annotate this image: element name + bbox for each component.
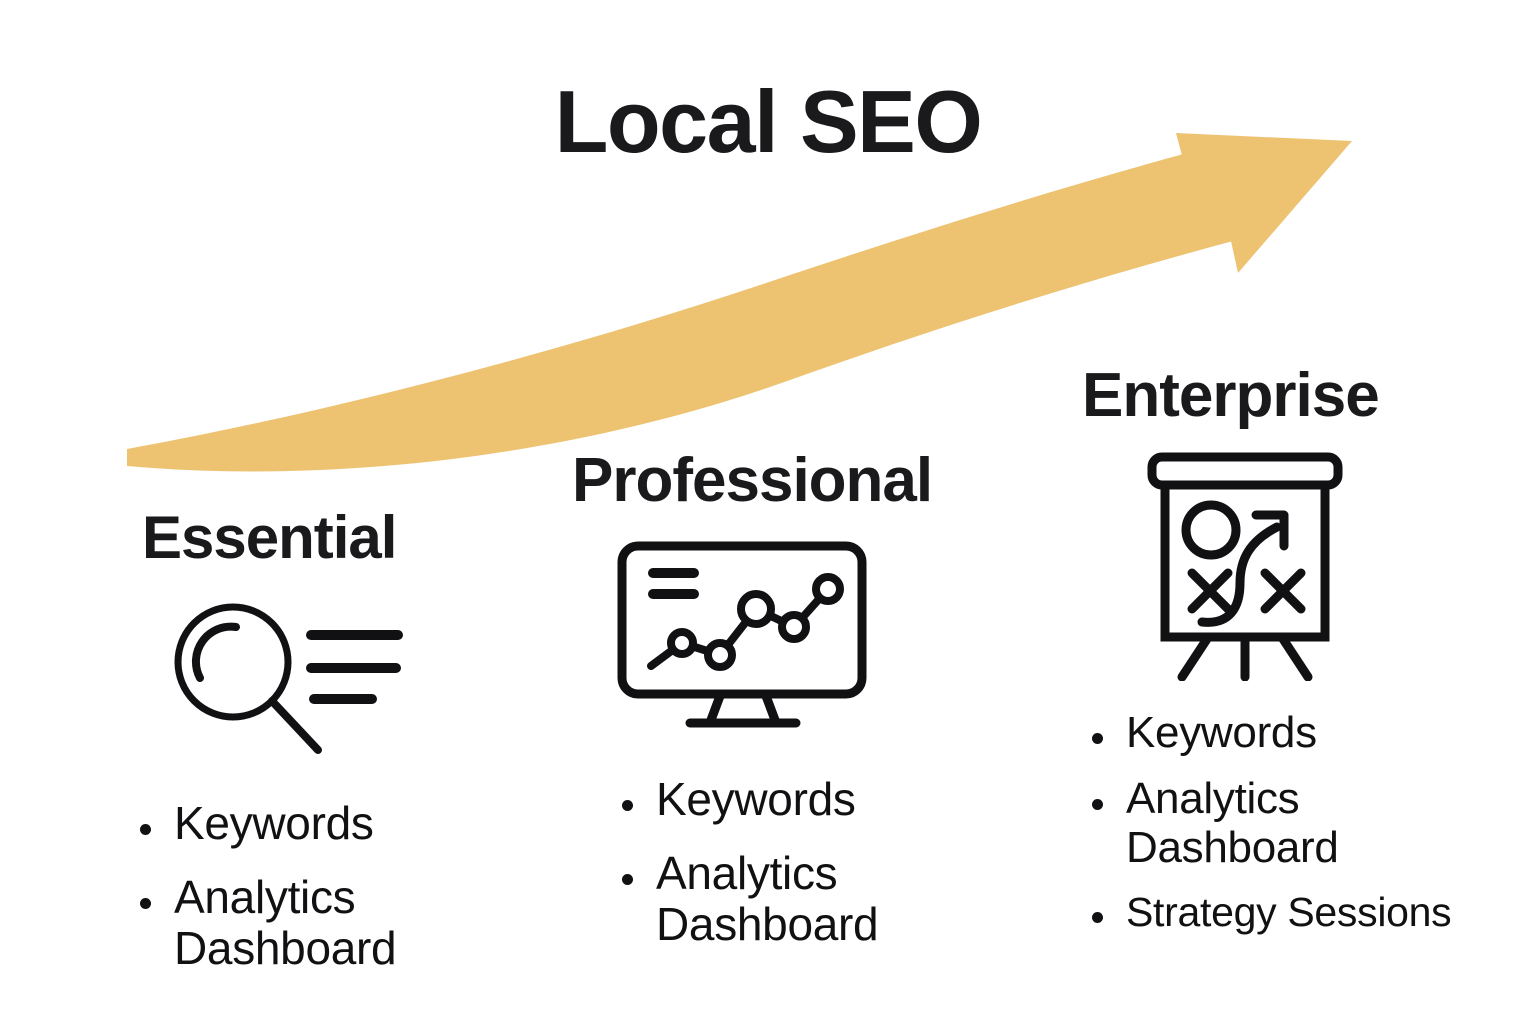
list-item: Keywords: [614, 773, 972, 826]
page-title: Local SEO: [554, 72, 983, 171]
feature-list-essential: Keywords Analytics Dashboard: [132, 797, 488, 975]
feature-list-enterprise: Keywords Analytics Dashboard Strategy Se…: [1084, 708, 1512, 935]
tier-heading-professional: Professional: [572, 446, 933, 515]
tier-heading-enterprise: Enterprise: [1082, 361, 1380, 430]
tier-card-professional: Professional: [572, 450, 972, 973]
tier-card-essential: Essential Keywords Analytics Dashboard: [128, 508, 488, 997]
list-item: Analytics Dashboard: [132, 871, 488, 975]
list-item: Strategy Sessions: [1084, 890, 1512, 935]
list-item: Keywords: [1084, 708, 1512, 757]
magnifier-search-icon: [174, 603, 403, 754]
list-item: Keywords: [132, 797, 488, 850]
list-item: Analytics Dashboard: [614, 847, 972, 951]
tier-card-enterprise: Enterprise: [1082, 365, 1512, 953]
list-item: Analytics Dashboard: [1084, 775, 1512, 872]
tier-heading-essential: Essential: [142, 504, 397, 571]
monitor-analytics-icon: [617, 541, 867, 728]
strategy-board-icon: [1147, 452, 1343, 681]
feature-list-professional: Keywords Analytics Dashboard: [614, 773, 972, 951]
